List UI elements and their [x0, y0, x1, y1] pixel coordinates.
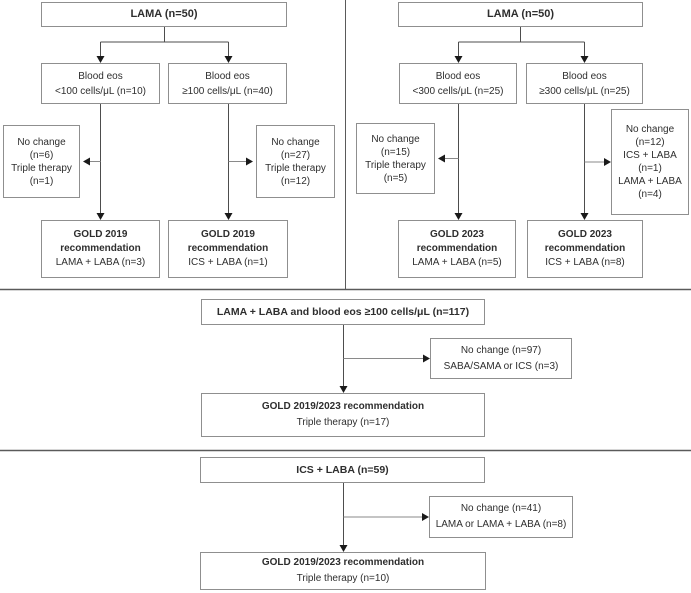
gold-2023-high-recommendation-box: GOLD 2023 recommendation ICS + LABA (n=8… — [527, 220, 643, 278]
outcome-2019-low-box: No change (n=6) Triple therapy (n=1) — [3, 125, 80, 198]
gold-2019-low-recommendation-box: GOLD 2019 recommendation LAMA + LABA (n=… — [41, 220, 160, 278]
box-line: No change — [371, 133, 420, 145]
box-line: GOLD 2023 — [558, 229, 612, 240]
gold-2019-2023-ics-laba-recommendation-box: GOLD 2019/2023 recommendation Triple the… — [200, 552, 486, 590]
ics-laba-outcome-box: No change (n=41) LAMA or LAMA + LABA (n=… — [429, 496, 573, 538]
box-line: ICS + LABA (n=59) — [296, 463, 389, 476]
box-line: Blood eos — [205, 70, 250, 82]
gold-2023-low-recommendation-box: GOLD 2023 recommendation LAMA + LABA (n=… — [398, 220, 516, 278]
outcome-2023-high-box: No change (n=12) ICS + LABA (n=1) LAMA +… — [611, 109, 689, 215]
box-line: <300 cells/μL (n=25) — [412, 85, 504, 97]
blood-eos-ge300-box: Blood eos ≥300 cells/μL (n=25) — [526, 63, 643, 104]
box-line: ≥100 cells/μL (n=40) — [182, 85, 273, 97]
box-line: (n=6) — [29, 149, 54, 161]
box-line: Triple therapy — [265, 162, 326, 174]
box-line: recommendation — [544, 243, 626, 254]
blood-eos-ge100-box: Blood eos ≥100 cells/μL (n=40) — [168, 63, 287, 104]
box-line: (n=1) — [29, 175, 54, 187]
box-line: SABA/SAMA or ICS (n=3) — [443, 360, 559, 372]
box-line: No change — [625, 124, 675, 135]
lama-2023-root-box: LAMA (n=50) — [398, 2, 643, 27]
box-line: ICS + LABA — [623, 150, 677, 161]
box-line: No change — [17, 136, 66, 148]
ics-laba-root-box: ICS + LABA (n=59) — [200, 457, 485, 483]
box-line: Blood eos — [435, 70, 481, 82]
outcome-2019-high-box: No change (n=27) Triple therapy (n=12) — [256, 125, 335, 198]
box-line: (n=27) — [280, 149, 311, 161]
box-line: LAMA (n=50) — [130, 8, 198, 20]
box-line: No change — [271, 136, 320, 148]
arrowheads — [83, 56, 611, 552]
box-line: GOLD 2019 — [73, 229, 128, 240]
box-line: Triple therapy (n=10) — [296, 573, 390, 584]
box-line: No change (n=97) — [460, 344, 542, 356]
box-line: GOLD 2019/2023 recommendation — [261, 557, 425, 568]
blood-eos-lt300-box: Blood eos <300 cells/μL (n=25) — [399, 63, 517, 104]
box-line: LAMA or LAMA + LABA (n=8) — [435, 519, 567, 530]
box-line: Triple therapy — [365, 159, 426, 171]
gold-2019-2023-lama-laba-recommendation-box: GOLD 2019/2023 recommendation Triple the… — [201, 393, 485, 437]
lama-laba-outcome-box: No change (n=97) SABA/SAMA or ICS (n=3) — [430, 338, 572, 379]
box-line: GOLD 2019/2023 recommendation — [261, 401, 425, 412]
box-line: ≥300 cells/μL (n=25) — [539, 85, 630, 97]
box-line: Blood eos — [78, 70, 123, 82]
box-line: recommendation — [60, 243, 141, 254]
box-line: LAMA + LABA — [618, 176, 682, 187]
box-line: (n=1) — [638, 163, 662, 174]
box-line: LAMA + LABA (n=5) — [412, 257, 502, 268]
box-line: (n=5) — [383, 172, 408, 184]
box-line: GOLD 2019 — [201, 229, 255, 240]
lama-2019-root-box: LAMA (n=50) — [41, 2, 287, 27]
box-line: Triple therapy — [11, 162, 72, 174]
box-line: recommendation — [187, 243, 269, 254]
box-line: (n=4) — [638, 189, 662, 200]
box-line: (n=12) — [280, 175, 311, 187]
box-line: (n=12) — [635, 137, 665, 148]
box-line: LAMA + LABA and blood eos ≥100 cells/μL … — [216, 305, 470, 318]
box-line: No change (n=41) — [460, 503, 542, 514]
box-line: LAMA + LABA (n=3) — [55, 257, 146, 268]
box-line: Blood eos — [562, 70, 607, 82]
gold-2019-high-recommendation-box: GOLD 2019 recommendation ICS + LABA (n=1… — [168, 220, 288, 278]
box-line: Triple therapy (n=17) — [296, 417, 390, 428]
lama-laba-root-box: LAMA + LABA and blood eos ≥100 cells/μL … — [201, 299, 485, 325]
outcome-2023-low-box: No change (n=15) Triple therapy (n=5) — [356, 123, 435, 194]
box-line: ICS + LABA (n=8) — [545, 257, 625, 268]
blood-eos-lt100-box: Blood eos <100 cells/μL (n=10) — [41, 63, 160, 104]
box-line: <100 cells/μL (n=10) — [54, 85, 146, 97]
box-line: GOLD 2023 — [430, 229, 484, 240]
box-line: recommendation — [416, 243, 498, 254]
box-line: (n=15) — [380, 146, 411, 158]
box-line: ICS + LABA (n=1) — [188, 257, 268, 268]
box-line: LAMA (n=50) — [486, 8, 555, 20]
